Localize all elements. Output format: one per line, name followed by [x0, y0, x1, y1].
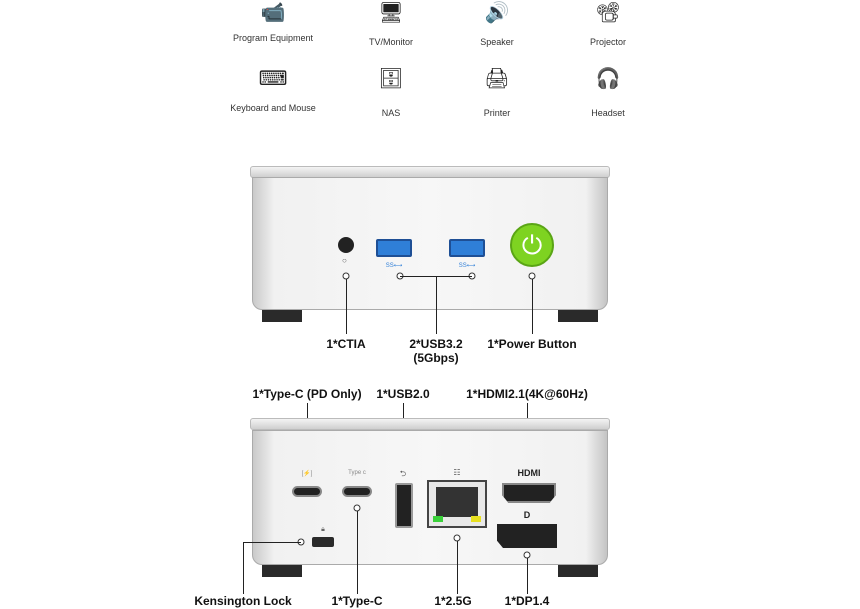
network-icon: ☷ [453, 468, 461, 477]
typec-symbol: Type c [348, 470, 366, 476]
usb3-port [376, 239, 412, 257]
hdmi-logo: HDMI [517, 468, 541, 478]
dp-label: 1*DP1.4 [504, 594, 550, 608]
audio-jack [338, 237, 354, 253]
monitor-icon: 🖥 [378, 2, 404, 24]
device-label: Speaker [480, 37, 514, 47]
earbuds-icon: 🎧 [595, 68, 621, 90]
projector-icon: 📽 [595, 2, 621, 24]
typec-label: 1*Type-C [331, 594, 383, 608]
foot [262, 565, 302, 577]
typec-port [342, 486, 372, 497]
device-label: TV/Monitor [368, 37, 414, 47]
usb32-label: 2*USB3.2(5Gbps) [409, 337, 463, 365]
kensington-slot [312, 537, 334, 547]
rear-lid [250, 418, 610, 430]
foot [558, 310, 598, 322]
usb2-port [395, 483, 413, 528]
hdmi-port [502, 483, 556, 503]
kensington-label: Kensington Lock [194, 594, 292, 608]
device-label: Keyboard and Mouse [230, 103, 316, 113]
usb2-label: 1*USB2.0 [376, 387, 430, 401]
device-label: NAS [381, 108, 401, 118]
device-label: Projector [589, 37, 627, 47]
device-label: Printer [483, 108, 511, 118]
typec-pd-port [292, 486, 322, 497]
nas-icon: 🗄 [378, 68, 404, 90]
foot [262, 310, 302, 322]
typec-pd-label: 1*Type-C (PD Only) [252, 387, 362, 401]
usb-logo: SS⟷ [385, 263, 403, 269]
usb3-port [449, 239, 485, 257]
lock-icon: 🔒︎ [321, 526, 325, 533]
hdmi-label: 1*HDMI2.1(4K@60Hz) [466, 387, 588, 401]
dp-logo: D [523, 510, 531, 520]
usb-logo: SS⟷ [458, 263, 476, 269]
device-label: Program Equipment [232, 33, 314, 43]
usb-icon: ⮌ [399, 469, 407, 478]
device-label: Headset [591, 108, 625, 118]
lan-label: 1*2.5G [434, 594, 472, 608]
keyboard-mouse-icon: ⌨ [258, 68, 288, 90]
ethernet-port [427, 480, 487, 528]
power-button-label: 1*Power Button [487, 337, 577, 351]
foot [558, 565, 598, 577]
headphone-icon: ○ [342, 256, 347, 265]
power-button: ⏻ [510, 223, 554, 267]
pd-symbol: [⚡] [301, 471, 313, 477]
ctia-label: 1*CTIA [326, 337, 366, 351]
front-panel [252, 177, 608, 310]
printer-icon: 🖨 [484, 68, 510, 90]
displayport-port [497, 524, 557, 548]
security-camera-icon: 📹 [260, 2, 286, 24]
speaker-icon: 🔊 [484, 2, 510, 24]
